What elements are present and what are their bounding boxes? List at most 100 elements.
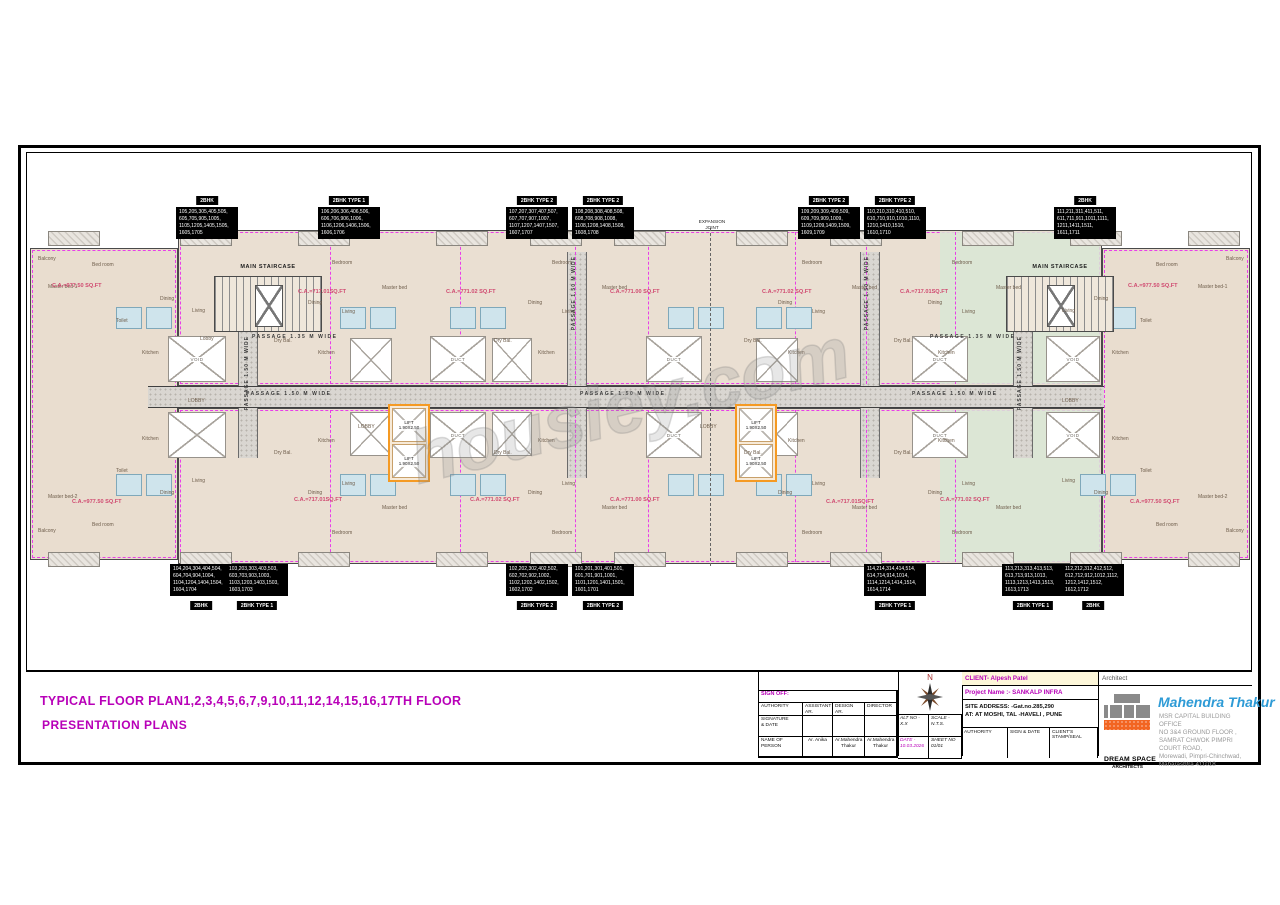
unit-numbers-box: 109,209,309,409,509,609,709,909,1009,110… — [798, 207, 860, 239]
room-label: Bedroom — [552, 530, 573, 536]
room-label: Dry Bal. — [274, 450, 292, 456]
unit-numbers-line: 601,701,901,1001, — [575, 573, 617, 579]
duct-label: DUCT — [665, 432, 683, 438]
lift-size-label: 1.90X2.50 — [397, 425, 421, 431]
room-label: Living — [562, 481, 576, 487]
balcony-hatch — [962, 231, 1014, 246]
unit-type-tag: 2BHK — [196, 196, 218, 205]
unit-separator — [955, 410, 956, 562]
passage-label: PASSAGE 1.50 M WIDE — [246, 391, 332, 397]
unit-numbers-line: 1608,1708 — [575, 230, 599, 236]
carpet-area-label: C.A.=717.01SQ.FT — [298, 289, 347, 295]
duct-box: DUCT — [646, 336, 702, 382]
room-label: Dry Bal. — [274, 338, 292, 344]
unit-numbers-line: 105,205,305,405,505, — [179, 209, 228, 215]
staircase-label: MAIN STAIRCASE — [1032, 264, 1088, 270]
unit-type-tag: 2BHK TYPE 1 — [1012, 601, 1054, 610]
room-label: Master bed — [996, 285, 1022, 291]
room-label: LOBBY — [700, 424, 717, 430]
unit-separator — [648, 410, 649, 562]
unit-numbers-line: 1105,1205,1405,1505, — [179, 223, 229, 229]
unit-numbers-line: 612,712,912,1012,1112, — [1065, 573, 1119, 579]
vertical-passage — [1013, 408, 1033, 458]
room-label: Dry Bal. — [494, 450, 512, 456]
carpet-area-label: C.A.=977.50 SQ.FT — [1128, 283, 1178, 289]
unit-numbers-box: 108,208,308,408,508,608,708,908,1008,110… — [572, 207, 634, 239]
balcony-hatch — [736, 552, 788, 567]
room-label: Toilet — [1140, 468, 1152, 474]
date-cell: DATE - 10.03.2026 — [898, 737, 929, 759]
unit-numbers-line: 107,207,307,407,507, — [509, 209, 558, 215]
room-label: Living — [1062, 308, 1076, 314]
toilet-room — [116, 307, 142, 329]
signature-date-cell: SIGNATURE & DATE — [759, 716, 803, 737]
unit-numbers-box: 104,204,304,404,504,604,704,904,1004,110… — [170, 564, 232, 596]
unit-numbers-line: 109,209,309,409,509, — [801, 209, 850, 215]
duct-label: VOID — [1065, 356, 1081, 362]
room-label: Dining — [528, 300, 543, 306]
title-block-divider — [962, 672, 963, 756]
carpet-area-label: C.A.=717.01SQ.FT — [826, 499, 875, 505]
duct-label: DUCT — [449, 356, 467, 362]
carpet-area-label: C.A.=771.02 SQ.FT — [446, 289, 496, 295]
room-label: Bedroom — [802, 260, 823, 266]
room-label: Kitchen — [938, 438, 955, 444]
room-label: Dining — [928, 490, 943, 496]
signature-label: SIGNATURE — [761, 717, 789, 722]
lift-label: LIFT — [403, 455, 415, 461]
room-label: Balcony — [38, 528, 56, 534]
duct-label: DUCT — [449, 432, 467, 438]
unit-type-tag: 2BHK TYPE 2 — [582, 196, 624, 205]
room-label: Dining — [1094, 296, 1109, 302]
room-label: Dry Bal. — [494, 338, 512, 344]
unit-separator — [575, 232, 576, 384]
expansion-joint-line — [710, 228, 711, 566]
unit-numbers-line: 614,714,914,1014, — [867, 573, 909, 579]
room-label: Kitchen — [318, 438, 335, 444]
toilet-room — [756, 307, 782, 329]
unit-numbers-box: 103,203,303,403,503,603,703,903,1003,110… — [226, 564, 288, 596]
room-label: Bed room — [1156, 262, 1178, 268]
date-label: DATE - — [900, 738, 916, 743]
toilet-room — [786, 307, 812, 329]
room-label: Living — [812, 309, 826, 315]
room-label: Bedroom — [552, 260, 573, 266]
room-label: LOBBY — [1062, 398, 1079, 404]
unit-numbers-line: 607,707,907,1007, — [509, 216, 551, 222]
balcony-hatch — [436, 552, 488, 567]
scale-value: N.T.S. — [931, 722, 945, 727]
expansion-joint-label-line: JOINT — [705, 224, 719, 230]
lift-label: LIFT — [750, 455, 762, 461]
unit-type-tag: 2BHK TYPE 2 — [516, 196, 558, 205]
balcony-hatch — [436, 231, 488, 246]
toilet-room — [668, 474, 694, 496]
toilet-room — [1080, 474, 1106, 496]
toilet-room — [450, 474, 476, 496]
unit-numbers-line: 1212,1412,1512, — [1065, 580, 1103, 586]
unit-numbers-line: 1109,1209,1409,1509, — [801, 223, 851, 229]
site-address-line: AT: AT MOSHI, TAL -HAVELI , PUNE — [965, 712, 1063, 718]
signature-blank — [865, 716, 897, 737]
logo-text: DREAM SPACE — [1104, 756, 1156, 763]
room-label: Living — [192, 308, 206, 314]
vertical-passage — [1013, 330, 1033, 386]
logo-text: ARCHITECTS — [1112, 765, 1143, 770]
carpet-area-label: C.A.=717.01SQ.FT — [294, 497, 343, 503]
architect-address-line: MSR CAPITAL BUILDING OFFICE — [1159, 713, 1231, 728]
passage-label: PASSAGE 1.50 M WIDE — [864, 256, 870, 331]
vertical-passage — [238, 330, 258, 386]
unit-numbers-line: 1609,1709 — [801, 230, 825, 236]
room-label: Kitchen — [318, 350, 335, 356]
staircase-label: MAIN STAIRCASE — [240, 264, 296, 270]
unit-numbers-line: 113,213,313,413,513, — [1005, 566, 1054, 572]
sign-off-table: SIGN OFF: AUTHORITY ASSISTANT AR. DESIGN… — [758, 690, 898, 758]
assistant-name: Ar. Anika — [803, 737, 833, 757]
unit-separator — [330, 410, 331, 562]
room-label: Bed room — [92, 522, 114, 528]
toilet-room — [340, 307, 366, 329]
balcony-hatch — [48, 231, 100, 246]
unit-type-tag: 2BHK TYPE 2 — [582, 601, 624, 610]
unit-numbers-line: 1108,1208,1408,1508, — [575, 223, 625, 229]
unit-numbers-box: 110,210,310,410,510,610,710,910,1010,111… — [864, 207, 926, 239]
